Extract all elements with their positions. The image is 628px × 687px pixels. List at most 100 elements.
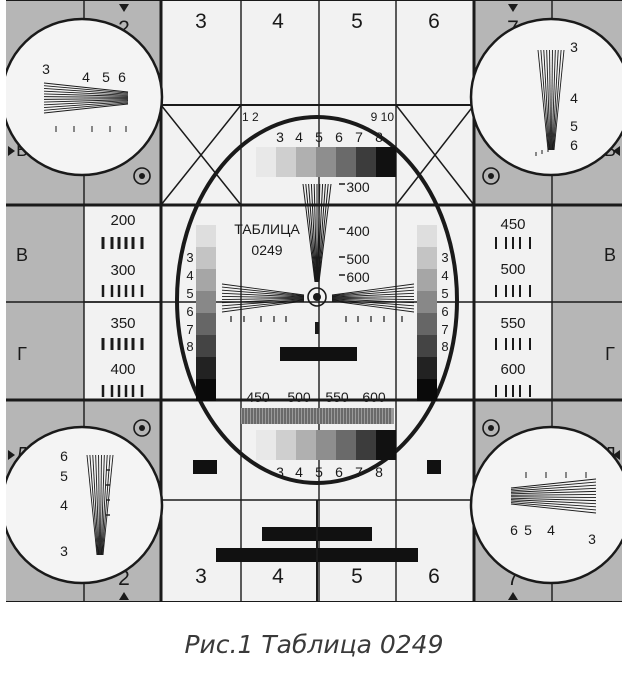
corner-wedge-tl [43,90,129,96]
side-scale-label-left: 4 [186,268,193,283]
corner-circle-bl [6,425,164,585]
corner-wedge-br [510,490,597,495]
left-marker-d [8,450,15,460]
test-pattern: 1 29 10234567234567БВГДБВГД3456345665436… [6,0,622,602]
center-vwedge-line [317,183,324,283]
corner-tr-label: 5 [570,118,578,134]
title-line1: ТАБЛИЦА [234,221,300,237]
side-gray-left [196,291,216,313]
center-wedge-label: 400 [346,223,370,239]
gray-scale-top-label: 4 [295,129,303,145]
gray-step-top [376,147,396,177]
center-target [307,287,327,307]
corner-br-label: 5 [524,522,532,538]
diag-right-b [395,104,475,206]
gray-step-top [316,147,336,177]
side-scale-label-right: 6 [441,304,448,319]
left-marker-b [8,146,15,156]
corner-wedge-bl [101,454,111,556]
corner-wedge-tl [43,93,129,97]
corner-tl-label: 5 [102,69,110,85]
center-vwedge-line [313,183,318,283]
center-hwedge-left [221,283,305,296]
gray-scale-top-label: 8 [375,129,383,145]
corner-bl-label: 4 [60,497,68,513]
gray-step-top [256,147,276,177]
corner-wedge-bl [92,454,99,556]
right-box-label: 550 [500,315,525,332]
center-hwedge-left [221,299,305,310]
side-gray-left [196,313,216,335]
gray-scale-top-label: 3 [276,129,284,145]
corner-wedge-tr [546,49,551,151]
corner-wedge-tl [43,82,129,93]
corner-bl-label: 6 [60,448,68,464]
corner-wedge-br [510,478,597,489]
corner-wedge-tr [552,49,562,151]
center-hwedge-left [221,286,305,297]
side-gray-right [417,335,437,357]
center-hwedge-left [221,295,305,299]
center-hwedge-left [221,297,305,301]
left-box-label: 300 [110,262,135,279]
center-black-bar [280,347,357,361]
row-label-left: В [16,245,28,265]
corner-wedge-tl [43,85,129,94]
corner-wedge-tl [43,88,129,95]
left-box-label: 200 [110,212,135,229]
center-wedge-label: 500 [346,251,370,267]
side-gray-left [196,247,216,269]
bottom-marker-right [508,592,518,600]
corner-wedge-tl [43,103,129,114]
corner-circle-br [469,425,622,585]
diag-left-b [160,104,242,206]
gray-scale-top-label: 6 [335,129,343,145]
center-hwedge-left [221,299,305,307]
corner-wedge-tr [551,49,556,151]
side-scale-label-left: 8 [186,339,193,354]
bottom-line-label: 550 [325,389,349,405]
small-square-left [193,460,217,474]
gray-scale-top-label: 7 [355,129,363,145]
side-scale-label-right: 8 [441,339,448,354]
top-marker-right [508,4,518,12]
gray-step-bottom [296,430,316,460]
center-vwedge-line [310,183,317,283]
column-label-bottom: 6 [428,565,440,588]
side-scale-label-right: 7 [441,322,448,337]
center-hwedge-left [221,300,305,313]
center-small-bar [315,322,319,334]
gray-step-top [356,147,376,177]
side-gray-right [417,247,437,269]
side-gray-left [196,379,216,401]
corner-wedge-tr [549,49,552,151]
right-box-label: 450 [500,216,525,233]
corner-wedge-tl [43,100,129,106]
center-vwedge-line [316,183,321,283]
side-gray-left [196,269,216,291]
row-label-left: Г [17,344,27,364]
left-box-label: 350 [110,315,135,332]
corner-wedge-tr [543,49,550,151]
bottom-line-label: 450 [246,389,270,405]
gray-step-bottom [276,430,296,460]
gray-scale-bottom-label: 4 [295,464,303,480]
side-gray-left [196,225,216,247]
corner-wedge-tl [43,96,129,98]
center-hwedge-left [221,292,305,298]
corner-bl-label: 3 [60,543,68,559]
center-vwedge-line [302,183,316,283]
corner-wedge-br [510,499,597,505]
target-bl-dot [139,425,145,431]
gray-scale-bottom-label: 3 [276,464,284,480]
corner-tr-label: 4 [570,90,578,106]
gray-step-top [296,147,316,177]
corner-wedge-tr [553,49,565,151]
corner-br-label: 4 [547,522,555,538]
column-label-bottom: 3 [195,565,207,588]
side-scale-label-left: 7 [186,322,193,337]
side-gray-right [417,357,437,379]
corner-wedge-bl [101,454,108,556]
side-scale-label-right: 5 [441,286,448,301]
bottom-line-label: 500 [287,389,311,405]
